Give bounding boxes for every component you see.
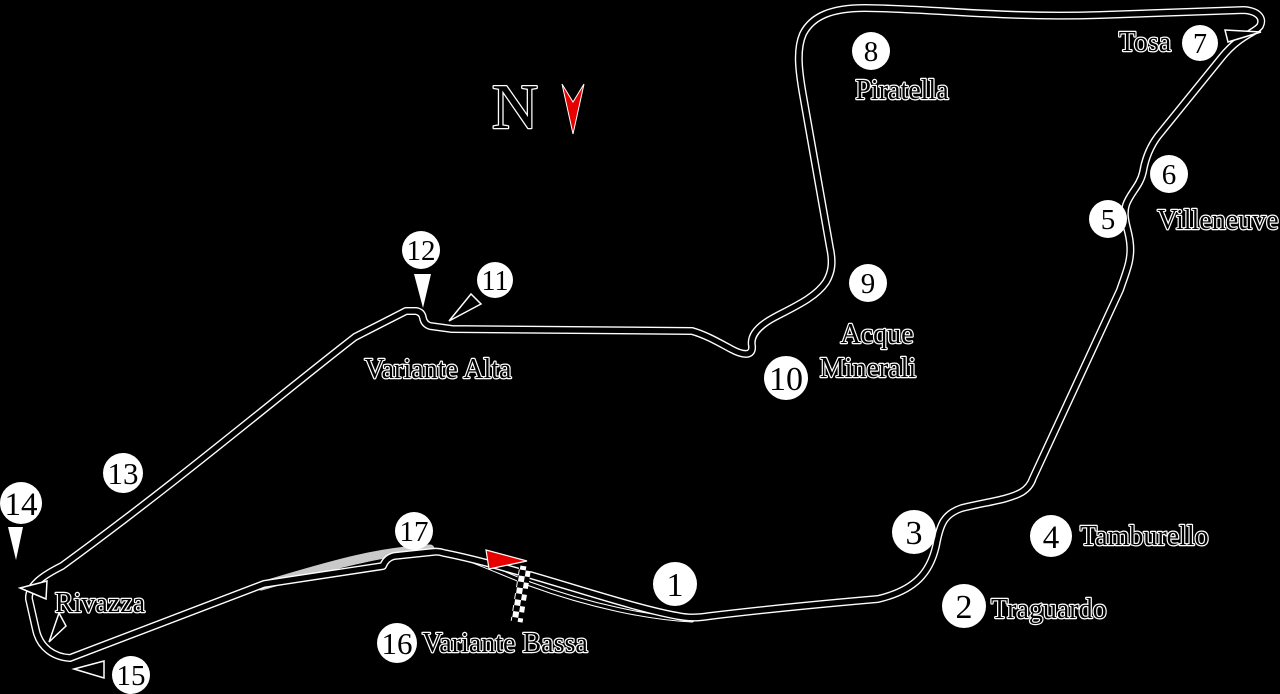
- tosa-corner-pointer: [1224, 29, 1262, 43]
- corner-circle-7: [1182, 25, 1218, 61]
- corner-marker-2: 2: [942, 584, 986, 628]
- corner-circle-15: [112, 656, 150, 694]
- corner-marker-9: 9: [849, 264, 887, 302]
- corner-number-10: 10: [769, 361, 803, 398]
- corner-circle-14: [0, 482, 42, 524]
- corner-marker-3: 3: [892, 510, 936, 554]
- corner-number-15: 15: [117, 660, 146, 692]
- corner-marker-5: 5: [1089, 200, 1127, 238]
- corner-marker-15: 15: [112, 656, 150, 694]
- track-surface: [26, 5, 1264, 661]
- corner-circle-3: [892, 510, 936, 554]
- corner-number-2: 2: [956, 589, 973, 626]
- corner-11-pointer: [448, 292, 483, 322]
- corner-circle-2: [942, 584, 986, 628]
- label-rivazza: Rivazza: [55, 588, 146, 619]
- corner-marker-7: 7: [1182, 25, 1218, 61]
- corner-number-11: 11: [482, 266, 509, 297]
- label-piratella: Piratella: [855, 75, 949, 106]
- corner-marker-12: 12: [402, 231, 440, 269]
- corner-circle-12: [402, 231, 440, 269]
- corner-circle-4: [1030, 515, 1072, 557]
- corner-14-pointer: [8, 527, 23, 560]
- corner-marker-13: 13: [103, 453, 143, 493]
- corner-circle-6: [1150, 155, 1188, 193]
- corner-circle-16: [377, 623, 417, 663]
- corner-circle-17: [395, 512, 433, 550]
- corner-circle-13: [103, 453, 143, 493]
- corner-number-4: 4: [1043, 520, 1060, 556]
- corner-number-9: 9: [861, 268, 876, 300]
- compass: N: [491, 70, 585, 143]
- label-tamburello: Tamburello: [1080, 521, 1209, 552]
- label-variante-bassa: Variante Bassa: [422, 628, 588, 659]
- corner-number-3: 3: [906, 515, 923, 552]
- corner-marker-17: 17: [395, 512, 433, 550]
- label-acque: Acque: [840, 319, 913, 350]
- corner-number-7: 7: [1193, 29, 1207, 60]
- track: [25, 4, 1266, 662]
- corner-marker-6: 6: [1150, 155, 1188, 193]
- corner-number-17: 17: [400, 516, 429, 548]
- corner-number-1: 1: [667, 567, 684, 604]
- corner-circle-10: [764, 356, 808, 400]
- corner-15-pointer: [71, 660, 105, 680]
- corner-marker-8: 8: [852, 32, 890, 70]
- corner-number-12: 12: [407, 235, 436, 267]
- race-direction-arrow: [485, 549, 528, 570]
- corner-marker-11: 11: [477, 262, 513, 298]
- corner-marker-10: 10: [764, 356, 808, 400]
- corner-circle-5: [1089, 200, 1127, 238]
- corner-circle-8: [852, 32, 890, 70]
- label-minerali: Minerali: [820, 353, 917, 384]
- compass-n-label: N: [492, 71, 538, 142]
- corner-number-8: 8: [864, 36, 879, 68]
- label-variante-alta: Variante Alta: [365, 354, 513, 385]
- checkered-start-finish-line: [510, 565, 532, 623]
- corner-number-6: 6: [1162, 159, 1177, 191]
- corner-12-pointer: [414, 274, 431, 308]
- corner-circle-11: [477, 262, 513, 298]
- pointer-layer: [8, 29, 1262, 680]
- corner-circle-9: [849, 264, 887, 302]
- corner-number-14: 14: [5, 487, 38, 523]
- label-villeneuve: Villeneuve: [1157, 205, 1278, 236]
- corner-marker-1: 1: [653, 562, 697, 606]
- label-traguardo: Traguardo: [991, 594, 1107, 625]
- rivazza-lower-pointer: [48, 611, 67, 643]
- corner-marker-16: 16: [377, 623, 417, 663]
- corner-number-5: 5: [1101, 204, 1116, 236]
- corner-marker-14: 14: [0, 482, 42, 524]
- label-tosa: Tosa: [1119, 27, 1172, 58]
- north-arrow-icon: [561, 83, 585, 135]
- rivazza-upper-pointer: [17, 580, 48, 601]
- corner-label-layer: TosaPiratellaVilleneuveAcqueMineraliVari…: [54, 26, 1280, 660]
- corner-circle-1: [653, 562, 697, 606]
- corner-marker-4: 4: [1030, 515, 1072, 557]
- corner-number-16: 16: [382, 626, 413, 661]
- corner-number-13: 13: [108, 456, 139, 491]
